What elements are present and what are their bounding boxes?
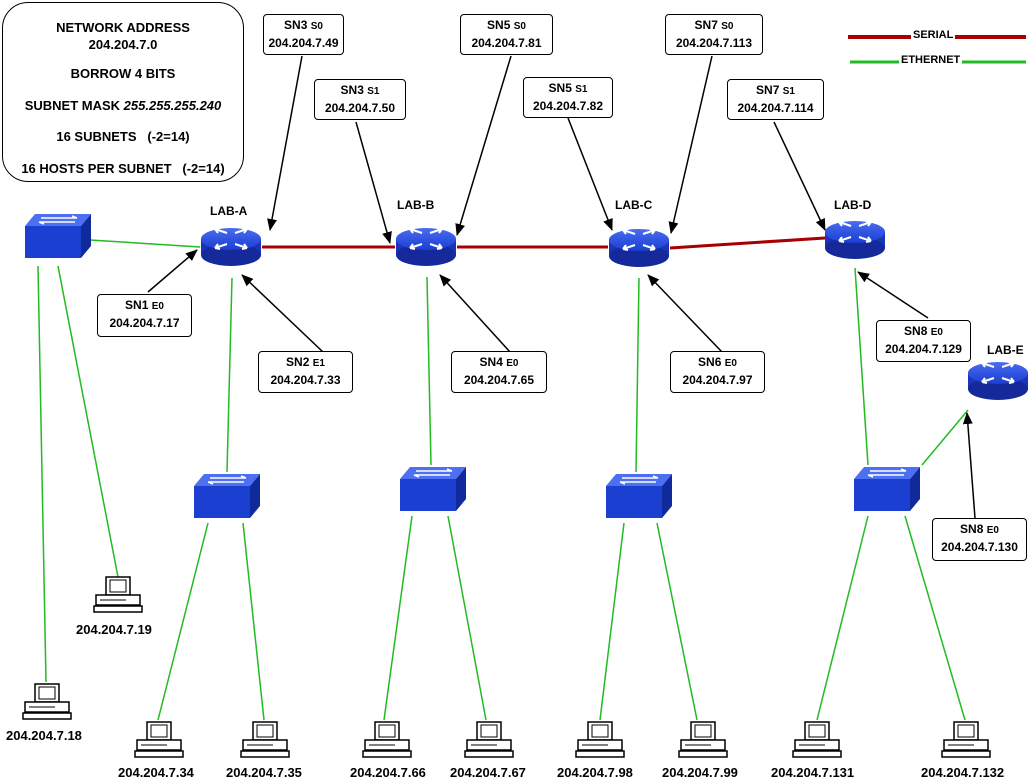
router-name-lab-b: LAB-B xyxy=(397,198,435,212)
info-subnet-count: 16 SUBNETS (-2=14) xyxy=(56,129,190,144)
network-info-box: NETWORK ADDRESS 204.204.7.0 BORROW 4 BIT… xyxy=(2,2,244,182)
info-hosts-per-subnet: 16 HOSTS PER SUBNET (-2=14) xyxy=(21,161,225,176)
router-lab-b[interactable] xyxy=(395,227,457,267)
serial-link-c-d xyxy=(669,236,826,250)
pc-host-34[interactable] xyxy=(134,721,184,758)
switch-sn4[interactable] xyxy=(399,466,467,512)
switch-sn2[interactable] xyxy=(193,473,261,519)
pc-host-98[interactable] xyxy=(575,721,625,758)
router-name-lab-a: LAB-A xyxy=(210,204,248,218)
legend-ethernet-label: ETHERNET xyxy=(899,54,963,66)
host-ip-66: 204.204.7.66 xyxy=(350,765,426,780)
host-ip-19: 204.204.7.19 xyxy=(76,622,152,637)
router-lab-c[interactable] xyxy=(608,228,670,268)
router-name-lab-c: LAB-C xyxy=(615,198,653,212)
host-ip-132: 204.204.7.132 xyxy=(921,765,1005,780)
pc-host-99[interactable] xyxy=(678,721,728,758)
pc-host-66[interactable] xyxy=(362,721,412,758)
router-lab-a[interactable] xyxy=(200,227,262,267)
switch-sn1[interactable] xyxy=(24,213,92,259)
router-name-lab-e: LAB-E xyxy=(987,343,1024,357)
pc-host-67[interactable] xyxy=(464,721,514,758)
router-lab-e[interactable] xyxy=(967,361,1029,401)
pc-host-18[interactable] xyxy=(22,683,72,720)
host-ip-99: 204.204.7.99 xyxy=(662,765,738,780)
pc-host-131[interactable] xyxy=(792,721,842,758)
router-lab-d[interactable] xyxy=(824,220,886,260)
host-ip-98: 204.204.7.98 xyxy=(557,765,633,780)
host-ip-131: 204.204.7.131 xyxy=(771,765,855,780)
host-ip-35: 204.204.7.35 xyxy=(226,765,302,780)
host-ip-34: 204.204.7.34 xyxy=(118,765,194,780)
switch-sn8[interactable] xyxy=(853,466,921,512)
legend-serial-label: SERIAL xyxy=(911,29,956,41)
pc-host-19[interactable] xyxy=(93,576,143,613)
info-subnet-mask: SUBNET MASK 255.255.255.240 xyxy=(24,98,222,113)
ethernet-links xyxy=(37,239,969,721)
info-network-address: 204.204.7.0 xyxy=(88,37,158,52)
pc-host-132[interactable] xyxy=(941,721,991,758)
info-network-label: NETWORK ADDRESS xyxy=(56,20,190,35)
pc-host-35[interactable] xyxy=(240,721,290,758)
host-ip-67: 204.204.7.67 xyxy=(450,765,526,780)
host-ip-18: 204.204.7.18 xyxy=(6,728,82,743)
router-name-lab-d: LAB-D xyxy=(834,198,872,212)
info-borrow-bits: BORROW 4 BITS xyxy=(70,66,176,81)
pointer-arrows xyxy=(147,55,976,519)
switch-sn6[interactable] xyxy=(605,473,673,519)
